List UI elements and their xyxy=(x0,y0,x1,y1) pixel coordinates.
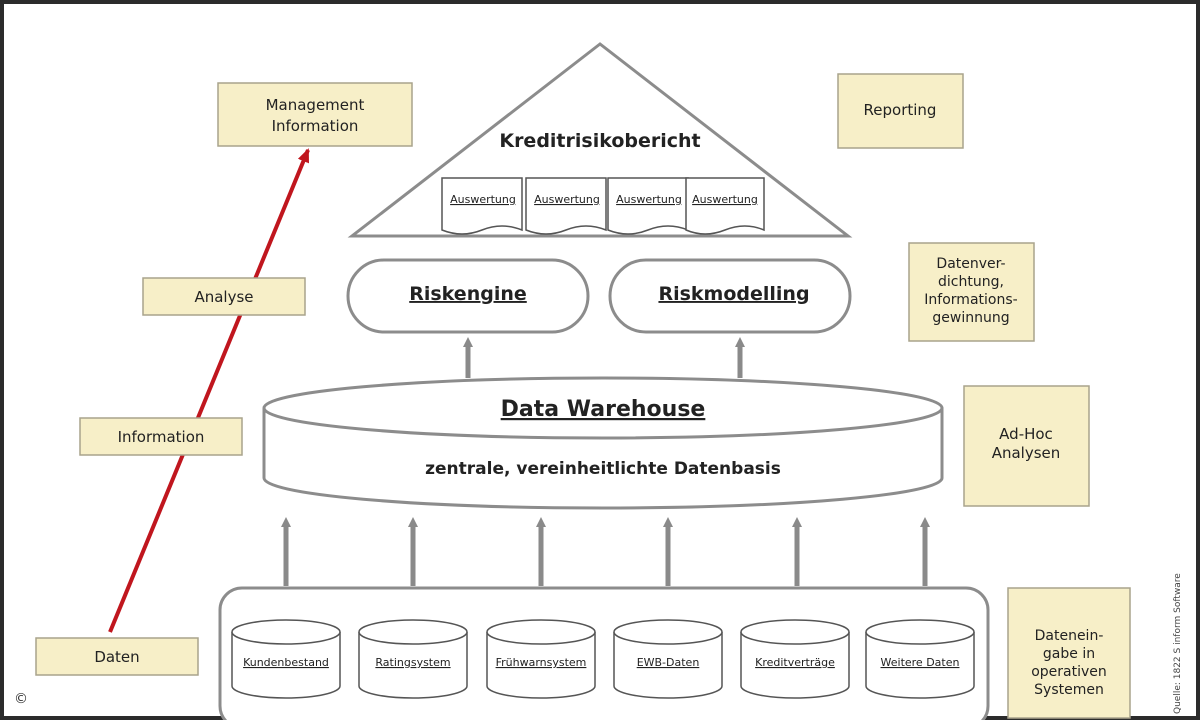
report-label: Auswertung xyxy=(616,193,682,206)
riskengine-box: Riskengine xyxy=(346,258,590,334)
label-daten: Daten xyxy=(35,637,199,676)
source-label: EWB-Daten xyxy=(637,656,700,669)
source-label: Weitere Daten xyxy=(881,656,960,669)
label-reporting: Reporting xyxy=(837,73,964,149)
eingabe-line-2: gabe in xyxy=(1043,646,1095,662)
daten-text: Daten xyxy=(94,648,139,666)
information-text: Information xyxy=(118,428,205,446)
pyramid-title: Kreditrisikobericht xyxy=(499,130,700,152)
riskengine-label: Riskengine xyxy=(409,283,527,305)
label-verdichtung: Datenver- dichtung, Informations- gewinn… xyxy=(908,242,1035,342)
progression-arrow xyxy=(108,148,310,633)
verdichtung-line-4: gewinnung xyxy=(932,310,1009,326)
eingabe-line-1: Datenein- xyxy=(1035,628,1104,644)
riskmodelling-label: Riskmodelling xyxy=(658,283,809,305)
verdichtung-line-3: Informations- xyxy=(924,292,1017,308)
report-document: Auswertung xyxy=(607,177,689,235)
label-management-information: Management Information xyxy=(217,82,413,147)
management-line-2: Information xyxy=(272,117,359,135)
report-documents: Auswertung Auswertung Auswertung Auswert… xyxy=(441,177,765,235)
source-database: Ratingsystem xyxy=(358,619,468,699)
report-document: Auswertung xyxy=(441,177,523,235)
analyse-text: Analyse xyxy=(194,288,253,306)
riskmodelling-box: Riskmodelling xyxy=(608,258,852,334)
source-label: Kreditverträge xyxy=(755,656,835,669)
source-label: Kundenbestand xyxy=(243,656,329,669)
verdichtung-line-2: dichtung, xyxy=(938,274,1004,290)
report-document: Auswertung xyxy=(685,177,765,235)
data-warehouse: Data Warehouse zentrale, vereinheitlicht… xyxy=(262,376,944,510)
adhoc-line-2: Analysen xyxy=(992,444,1061,462)
source-credit: Quelle: 1822 S inform Software xyxy=(1173,573,1183,714)
source-database: Weitere Daten xyxy=(865,619,975,699)
report-label: Auswertung xyxy=(692,193,758,206)
source-label: Frühwarnsystem xyxy=(496,656,587,669)
copyright-icon: © xyxy=(14,691,28,707)
reporting-text: Reporting xyxy=(864,101,937,119)
label-eingabe: Datenein- gabe in operativen Systemen xyxy=(1007,587,1131,719)
report-label: Auswertung xyxy=(450,193,516,206)
source-arrows xyxy=(281,517,930,586)
management-line-1: Management xyxy=(266,96,365,114)
eingabe-line-4: Systemen xyxy=(1034,682,1104,698)
label-analyse: Analyse xyxy=(142,277,306,316)
source-database: EWB-Daten xyxy=(613,619,723,699)
verdichtung-line-1: Datenver- xyxy=(936,256,1005,272)
adhoc-line-1: Ad-Hoc xyxy=(999,425,1053,443)
report-document: Auswertung xyxy=(525,177,607,235)
eingabe-line-3: operativen xyxy=(1031,664,1107,680)
source-label: Ratingsystem xyxy=(375,656,450,669)
label-information: Information xyxy=(79,417,243,456)
source-database: Kreditverträge xyxy=(740,619,850,699)
warehouse-subtitle: zentrale, vereinheitlichte Datenbasis xyxy=(425,459,781,479)
source-database: Kundenbestand xyxy=(231,619,341,699)
source-database: Frühwarnsystem xyxy=(486,619,596,699)
label-adhoc: Ad-Hoc Analysen xyxy=(963,385,1090,507)
warehouse-title: Data Warehouse xyxy=(501,397,706,422)
report-label: Auswertung xyxy=(534,193,600,206)
